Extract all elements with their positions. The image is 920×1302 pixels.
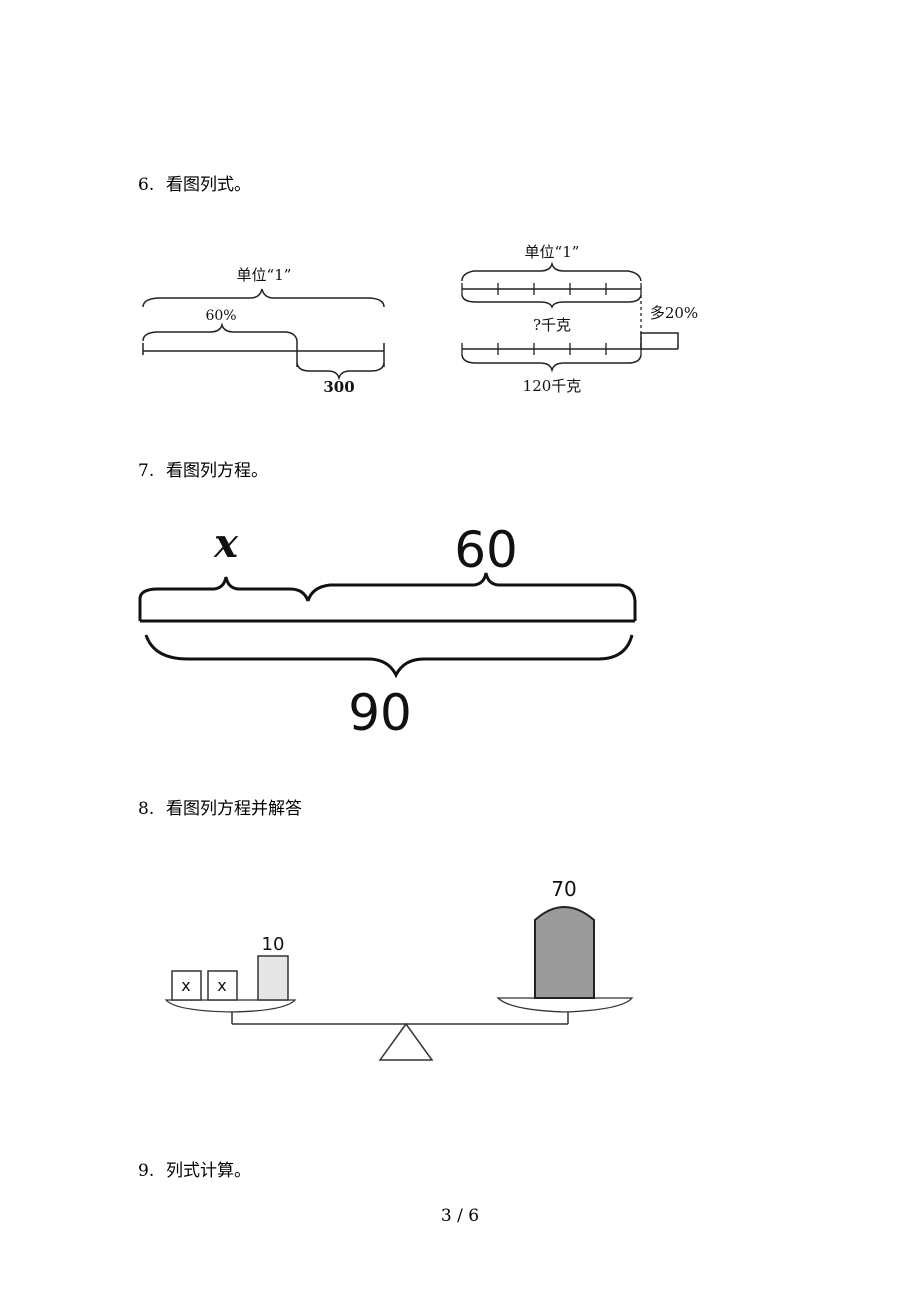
right-pan xyxy=(496,997,634,1013)
percent-brace xyxy=(142,322,298,342)
x-box-2 xyxy=(207,970,238,1001)
total-brace xyxy=(144,634,634,679)
top-bar-ticks xyxy=(461,283,642,295)
unknown-brace xyxy=(138,576,310,621)
question-9: 9. 列式计算。 xyxy=(138,1156,251,1181)
remainder-label: 300 xyxy=(323,378,354,396)
x-box-2-label: x xyxy=(217,976,226,995)
question-number: 9. xyxy=(138,1161,155,1181)
fulcrum-triangle xyxy=(378,1022,434,1061)
question-number: 8. xyxy=(138,799,155,819)
bottom-bar-ticks xyxy=(461,343,642,355)
total-label: 120千克 xyxy=(523,377,582,395)
left-weight-label: 10 xyxy=(262,934,285,955)
total-label: 90 xyxy=(348,684,412,742)
figure-6a-bar-diagram: 单位“1” 60% 300 xyxy=(142,266,385,396)
x-box-1 xyxy=(171,970,202,1001)
unit-label: 单位“1” xyxy=(237,266,292,284)
question-text: 看图列方程并解答 xyxy=(166,799,302,819)
balance-frame xyxy=(231,1012,569,1025)
part-brace xyxy=(306,572,637,621)
question-7: 7. 看图列方程。 xyxy=(138,456,268,481)
top-bar-lower-brace xyxy=(461,294,642,310)
page-number: 3 / 6 xyxy=(440,1206,480,1226)
unit-brace xyxy=(461,261,642,282)
question-text: 列式计算。 xyxy=(166,1161,251,1181)
unit-label: 单位“1” xyxy=(525,243,580,261)
unknown-label: x xyxy=(213,520,239,567)
question-8: 8. 看图列方程并解答 xyxy=(138,794,302,819)
x-box-1-label: x xyxy=(181,976,190,995)
question-number: 7. xyxy=(138,461,155,481)
question-6: 6. 看图列式。 xyxy=(138,170,251,195)
remainder-brace xyxy=(296,362,385,381)
right-weight-label: 70 xyxy=(551,877,576,901)
question-text: 看图列方程。 xyxy=(166,461,268,481)
figure-7-bar-diagram: x 60 90 xyxy=(138,520,637,742)
unknown-label: ?千克 xyxy=(533,316,571,334)
right-weight xyxy=(534,906,595,999)
left-weight xyxy=(257,955,289,1001)
figure-6b-bar-diagram: 单位“1” ?千克 多20% 120千克 xyxy=(461,243,698,395)
part-label: 60 xyxy=(454,521,518,579)
question-number: 6. xyxy=(138,175,155,195)
figure-8-balance-scale: x x 10 70 xyxy=(164,877,634,1061)
more-label: 多20% xyxy=(650,304,698,322)
extra-segment-box xyxy=(640,332,679,349)
left-pan xyxy=(164,999,297,1013)
total-brace xyxy=(461,354,642,373)
question-text: 看图列式。 xyxy=(166,175,251,195)
percent-label: 60% xyxy=(205,308,236,324)
unit-brace xyxy=(142,288,385,308)
